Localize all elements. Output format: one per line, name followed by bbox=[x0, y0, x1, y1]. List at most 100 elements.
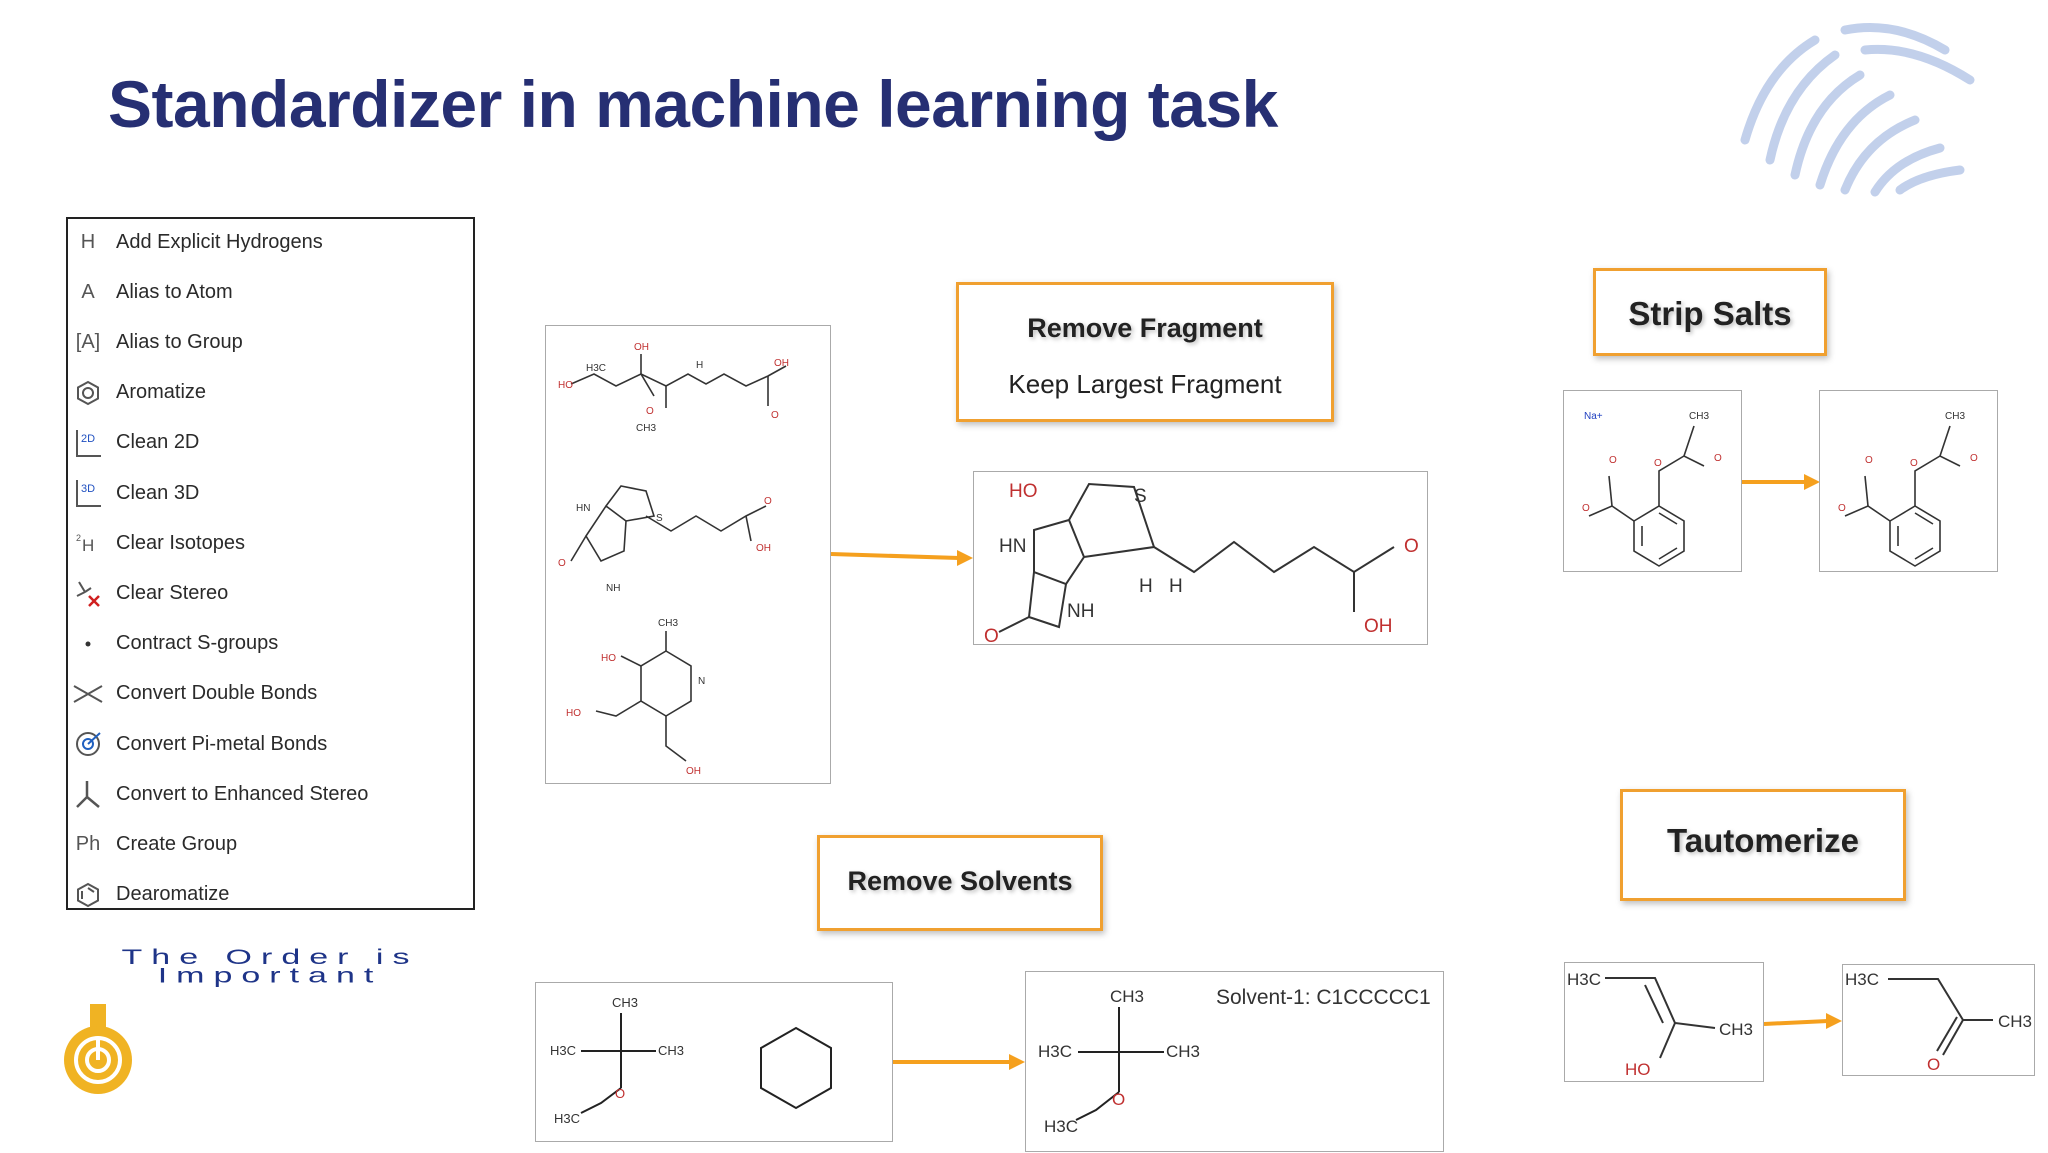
svg-text:Na+: Na+ bbox=[1584, 411, 1603, 422]
svg-text:O: O bbox=[1865, 455, 1873, 466]
menu-item-convert-pi-metal-bonds[interactable]: Convert Pi-metal Bonds bbox=[68, 724, 473, 764]
svg-text:CH3: CH3 bbox=[658, 1043, 684, 1058]
a-glyph-icon: [A] bbox=[75, 330, 101, 353]
svg-text:HN: HN bbox=[576, 503, 590, 514]
svg-text:OH: OH bbox=[686, 766, 701, 777]
dot-icon bbox=[70, 626, 106, 662]
svg-text:2D: 2D bbox=[81, 433, 95, 445]
menu-item-create-group[interactable]: Ph Create Group bbox=[68, 824, 473, 864]
menu-item-convert-to-enhanced-stereo[interactable]: Convert to Enhanced Stereo bbox=[68, 774, 473, 814]
svg-text:HO: HO bbox=[601, 653, 616, 664]
menu-item-label: Aromatize bbox=[116, 381, 207, 404]
menu-item-label: Alias to Group bbox=[116, 330, 243, 353]
svg-text:CH3: CH3 bbox=[1166, 1042, 1200, 1061]
order-note: The Order is Important bbox=[50, 947, 490, 987]
menu-item-alias-to-group[interactable]: [A] Alias to Group bbox=[68, 322, 473, 362]
svg-text:CH3: CH3 bbox=[636, 423, 656, 434]
svg-text:N: N bbox=[698, 676, 705, 687]
svg-text:O: O bbox=[1112, 1090, 1125, 1109]
svg-text:H3C: H3C bbox=[586, 363, 606, 374]
strip-salts-title: Strip Salts bbox=[1628, 295, 1792, 332]
clear-stereo-icon bbox=[70, 575, 106, 611]
svg-text:O: O bbox=[1654, 458, 1662, 469]
svg-text:O: O bbox=[1927, 1055, 1940, 1074]
svg-text:O: O bbox=[558, 558, 566, 569]
enhanced-stereo-icon bbox=[70, 776, 106, 812]
svg-text:O: O bbox=[615, 1086, 625, 1101]
svg-text:OH: OH bbox=[1364, 616, 1393, 637]
menu-item-label: Convert to Enhanced Stereo bbox=[116, 782, 369, 805]
svg-text:H: H bbox=[82, 536, 94, 555]
brand-arcs-logo bbox=[1740, 23, 1975, 197]
svg-text:CH3: CH3 bbox=[1110, 987, 1144, 1006]
svg-text:CH3: CH3 bbox=[1689, 411, 1709, 422]
svg-text:HO: HO bbox=[558, 380, 573, 391]
remove-solvents-title: Remove Solvents bbox=[847, 866, 1073, 896]
svg-text:HO: HO bbox=[566, 708, 581, 719]
menu-item-label: Create Group bbox=[116, 832, 238, 855]
svg-text:H3C: H3C bbox=[554, 1111, 580, 1126]
svg-text:CH3: CH3 bbox=[1945, 411, 1965, 422]
svg-text:O: O bbox=[1404, 536, 1419, 557]
svg-text:O: O bbox=[1582, 503, 1590, 514]
menu-item-label: Clear Stereo bbox=[116, 581, 229, 604]
menu-item-label: Contract S-groups bbox=[116, 632, 279, 655]
arrow-remove-solvents bbox=[893, 1054, 1025, 1070]
svg-text:O: O bbox=[771, 410, 779, 421]
svg-text:OH: OH bbox=[774, 358, 789, 369]
menu-item-convert-double-bonds[interactable]: Convert Double Bonds bbox=[68, 674, 473, 714]
svg-text:NH: NH bbox=[606, 583, 620, 594]
arrow-fragment bbox=[831, 550, 973, 566]
menu-item-label: Convert Pi-metal Bonds bbox=[116, 732, 328, 755]
svg-text:H3C: H3C bbox=[1845, 970, 1879, 989]
ph-glyph-icon: Ph bbox=[75, 832, 101, 855]
salt-molecule-before: O O O O Na+ CH3 bbox=[1563, 390, 1742, 572]
svg-text:O: O bbox=[764, 496, 772, 507]
svg-text:OH: OH bbox=[756, 543, 771, 554]
svg-text:O: O bbox=[1970, 453, 1978, 464]
menu-item-label: Clean 2D bbox=[116, 431, 200, 454]
ketone-structure: H3C CH3 O bbox=[1845, 970, 2032, 1074]
menu-item-clean-2d[interactable]: 2D Clean 2D bbox=[68, 423, 473, 463]
solvent-note: Solvent-1: C1CCCCC1 bbox=[1216, 986, 1431, 1009]
svg-text:H: H bbox=[1139, 576, 1153, 597]
svg-text:S: S bbox=[1134, 486, 1147, 507]
svg-text:O: O bbox=[984, 626, 999, 646]
svg-text:CH3: CH3 bbox=[658, 618, 678, 629]
svg-text:O: O bbox=[1609, 455, 1617, 466]
svg-text:H3C: H3C bbox=[1044, 1117, 1078, 1136]
menu-item-aromatize[interactable]: Aromatize bbox=[68, 373, 473, 413]
menu-item-dearomatize[interactable]: Dearomatize bbox=[68, 875, 473, 915]
svg-text:H3C: H3C bbox=[1038, 1042, 1072, 1061]
svg-text:H3C: H3C bbox=[1567, 970, 1601, 989]
svg-text:CH3: CH3 bbox=[1998, 1012, 2032, 1031]
svg-text:O: O bbox=[1714, 453, 1722, 464]
svg-text:H3C: H3C bbox=[550, 1043, 576, 1058]
svg-text:HO: HO bbox=[1625, 1060, 1651, 1079]
menu-item-clear-stereo[interactable]: Clear Stereo bbox=[68, 573, 473, 613]
svg-text:NH: NH bbox=[1067, 601, 1094, 622]
menu-item-label: Convert Double Bonds bbox=[116, 682, 318, 705]
svg-text:H: H bbox=[1169, 576, 1183, 597]
double-bond-icon bbox=[70, 676, 106, 712]
menu-item-contract-s-groups[interactable]: Contract S-groups bbox=[68, 624, 473, 664]
menu-item-label: Clear Isotopes bbox=[116, 531, 245, 554]
tautomerize-label: Tautomerize bbox=[1620, 789, 1906, 901]
